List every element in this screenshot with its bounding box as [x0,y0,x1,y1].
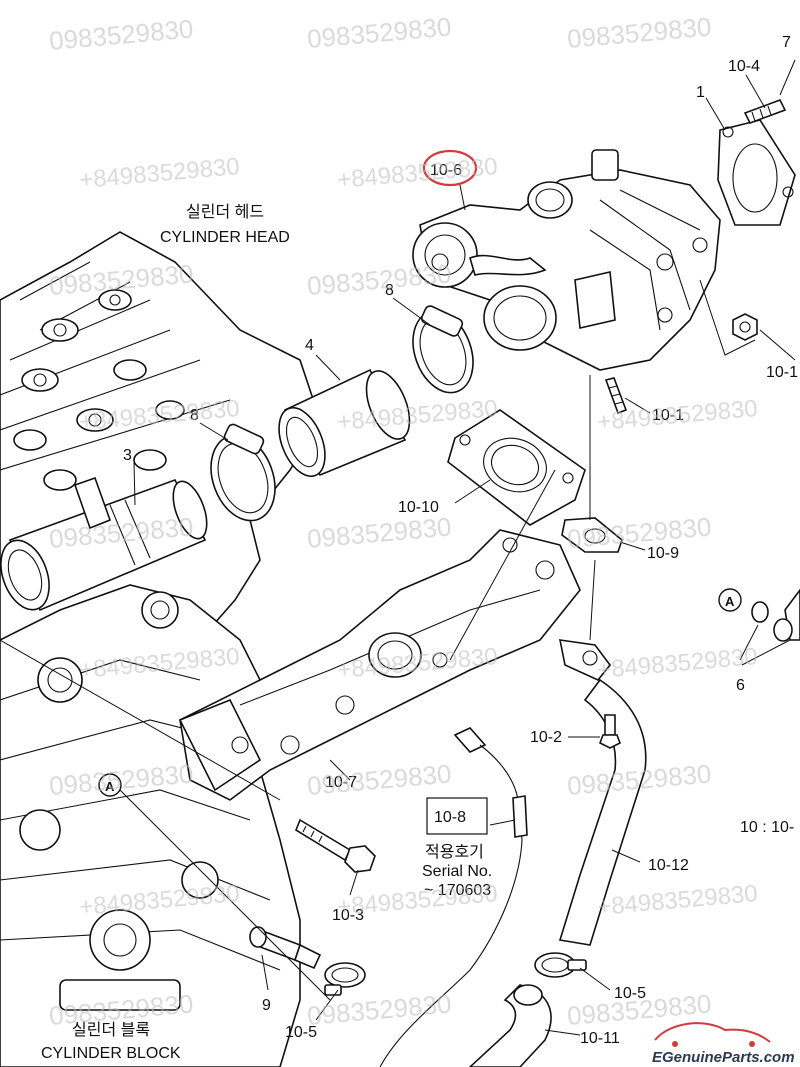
exhaust-sensor-10-8 [379,727,528,1067]
label-10-5-right: 10-5 [614,985,646,1002]
label-a-right: A [725,594,735,609]
hose-clamp-8-lower [210,423,276,522]
hose-10-11 [468,984,552,1067]
oil-pipe-10-12 [558,639,647,946]
caption-serial: Serial No. [422,863,492,880]
ref-a-circle-left [98,773,122,797]
watermark-phone: 0983529830 [566,988,713,1030]
bolt-10-3 [295,818,376,873]
label-10-9: 10-9 [647,545,679,562]
watermark-phone: 0983529830 [306,11,453,53]
caption-block-english: CYLINDER BLOCK [41,1045,181,1062]
rubber-hose-4 [278,368,411,478]
egenuineparts-logo: EGenuineParts.com [652,1022,795,1066]
label-10-10: 10-10 [398,499,439,516]
stud-10-4 [743,99,787,124]
label-10-5-left: 10-5 [285,1024,317,1041]
watermark-phone: 0983529830 [306,758,453,800]
watermark-phone: 0983529830 [306,258,453,300]
connector-9 [249,926,322,970]
label-10-12: 10-12 [648,857,689,874]
watermark-phone: 0983529830 [566,758,713,800]
watermark-intl: +84983529830 [596,880,759,921]
label-10-6: 10-6 [430,162,462,179]
oil-line-6 [751,588,800,642]
bolt-10-2 [598,714,622,749]
label-10-8: 10-8 [434,809,466,826]
label-a-left: A [105,779,115,794]
gasket-1 [717,119,796,226]
leader-lines [0,59,796,1036]
watermark-phone: 0983529830 [306,511,453,553]
clamp-10-5-right [534,952,587,978]
logo-text: EGenuineParts.com [652,1049,795,1066]
clamp-10-5-left [324,962,366,996]
highlight-circle [422,149,478,187]
label-9: 9 [262,997,271,1014]
ref-a-circle-right [718,588,742,612]
watermark-intl: +84983529830 [336,153,499,194]
label-10-1-right: 10-1 [766,364,798,381]
label-10-1: 10-1 [652,407,684,424]
label-10-note: 10 : 10- [740,819,794,836]
caption-serial-range: ~ 170603 [424,882,491,899]
gasket-10-9 [561,517,623,553]
captions: 실린더 헤드 CYLINDER HEAD 적용호기 Serial No. ~ 1… [41,203,492,1062]
hose-clamp-8-upper [412,305,474,394]
watermark-phone: 0983529830 [48,13,195,55]
turbocharger-drawing [412,149,721,371]
watermark-intl: +84983529830 [596,643,759,684]
label-10-3: 10-3 [332,907,364,924]
label-7: 7 [782,34,791,51]
watermark-intl: +84983529830 [78,153,241,194]
water-pipe-3 [0,476,208,612]
caption-head-korean: 실린더 헤드 [186,203,264,221]
gasket-10-10 [447,409,586,526]
label-10-2: 10-2 [530,729,562,746]
caption-head-english: CYLINDER HEAD [160,229,290,246]
label-4: 4 [305,337,314,354]
label-10-7: 10-7 [325,774,357,791]
label-10-4: 10-4 [728,58,760,75]
label-6: 6 [736,677,745,694]
label-10-11: 10-11 [580,1030,620,1047]
label-8-upper: 8 [385,282,394,299]
nut-10-1 [732,313,758,341]
caption-block-korean: 실린더 블록 [72,1021,150,1039]
caption-applied-korean: 적용호기 [425,843,484,861]
watermark-phone: 0983529830 [566,11,713,53]
stud-10-1 [604,377,628,415]
part-labels: 1 7 10-4 10-6 8 4 8 3 10-1 10-1 10-10 10… [105,34,798,1047]
serial-box [426,797,488,835]
exhaust-manifold-10-7 [178,529,581,801]
label-1: 1 [696,84,705,101]
label-8-lower: 8 [190,407,199,424]
label-3: 3 [123,447,132,464]
watermark-intl: +84983529830 [336,880,499,921]
